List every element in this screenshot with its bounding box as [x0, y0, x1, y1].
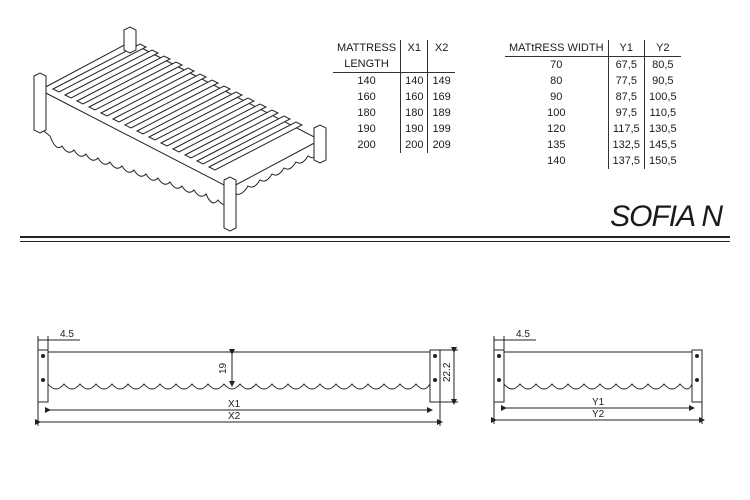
table-row: 100 97,5 110,5: [505, 105, 681, 121]
table-row: 200 200 209: [333, 137, 455, 153]
table-cell: 180: [400, 105, 428, 121]
table-cell: 120: [547, 123, 566, 135]
header-mattress-width: MATtRESS WIDTH: [505, 40, 609, 57]
product-title: SOFIA N: [610, 200, 723, 233]
divider: [20, 236, 730, 238]
table-cell: 160: [357, 91, 376, 103]
table-cell: 87,5: [607, 89, 645, 105]
long-side-view: [35, 336, 458, 426]
table-cell: 132,5: [607, 137, 645, 153]
table-row: 140 140 149: [333, 72, 455, 89]
total-height-label: 22.2: [442, 362, 453, 382]
y1-label: Y1: [592, 397, 605, 408]
table-cell: 149: [427, 72, 455, 89]
header-mattress-length: MATTRESS: [337, 42, 397, 54]
y2-label: Y2: [592, 409, 605, 420]
x1-label: X1: [228, 399, 241, 410]
table-cell: 97,5: [607, 105, 645, 121]
table-cell: 189: [427, 105, 455, 121]
table-cell: 180: [357, 107, 376, 119]
header-mattress-length-line2: LENGTH: [333, 56, 401, 73]
table-row: 140 137,5 150,5: [505, 153, 681, 169]
table-row: 190 190 199: [333, 121, 455, 137]
table-cell: 140: [547, 155, 566, 167]
mattress-width-table: MATtRESS WIDTH Y1 Y2 70 67,5 80,5 80 77,…: [505, 40, 681, 169]
short-post-width-label: 4.5: [516, 329, 530, 340]
table-cell: 160: [400, 89, 428, 105]
table-cell: 90: [550, 91, 563, 103]
table-cell: 100,5: [644, 89, 681, 105]
table-cell: 150,5: [644, 153, 681, 169]
table-cell: 145,5: [644, 137, 681, 153]
table-cell: 140: [357, 75, 376, 87]
table-cell: 200: [357, 139, 376, 151]
table-row: 90 87,5 100,5: [505, 89, 681, 105]
table-cell: 135: [547, 139, 566, 151]
table-row: 180 180 189: [333, 105, 455, 121]
long-post-width-label: 4.5: [60, 329, 74, 340]
header-x1: X1: [400, 40, 428, 56]
x2-label: X2: [228, 411, 241, 422]
inner-height-label: 19: [218, 362, 229, 374]
table-row: 70 67,5 80,5: [505, 56, 681, 73]
table-row: 135 132,5 145,5: [505, 137, 681, 153]
header-y2: Y2: [644, 40, 681, 57]
table-cell: 100: [547, 107, 566, 119]
table-cell: 80: [550, 75, 563, 87]
table-cell: 70: [550, 59, 563, 71]
table-cell: 110,5: [644, 105, 681, 121]
table-cell: 190: [357, 123, 376, 135]
table-cell: 130,5: [644, 121, 681, 137]
table-row: 120 117,5 130,5: [505, 121, 681, 137]
header-y1: Y1: [607, 40, 645, 57]
table-cell: 67,5: [607, 56, 645, 73]
divider: [20, 241, 730, 242]
dimension-drawings: 4.5 19 22.2 X1 X2 4.5 Y1 Y2: [35, 329, 705, 426]
table-row: 80 77,5 90,5: [505, 73, 681, 89]
table-cell: 90,5: [644, 73, 681, 89]
table-cell: 209: [427, 137, 455, 153]
table-cell: 200: [400, 137, 428, 153]
table-cell: 117,5: [607, 121, 645, 137]
table-cell: 77,5: [607, 73, 645, 89]
bed-frame-illustration: [33, 26, 327, 232]
table-cell: 137,5: [607, 153, 645, 169]
table-cell: 190: [400, 121, 428, 137]
header-x2: X2: [427, 40, 455, 56]
table-cell: 169: [427, 89, 455, 105]
table-row: 160 160 169: [333, 89, 455, 105]
table-cell: 199: [427, 121, 455, 137]
short-side-view: [491, 336, 705, 424]
table-cell: 140: [400, 72, 428, 89]
mattress-length-table: MATTRESS X1 X2 LENGTH 140 140 149 160 16…: [333, 40, 455, 153]
table-cell: 80,5: [644, 56, 681, 73]
